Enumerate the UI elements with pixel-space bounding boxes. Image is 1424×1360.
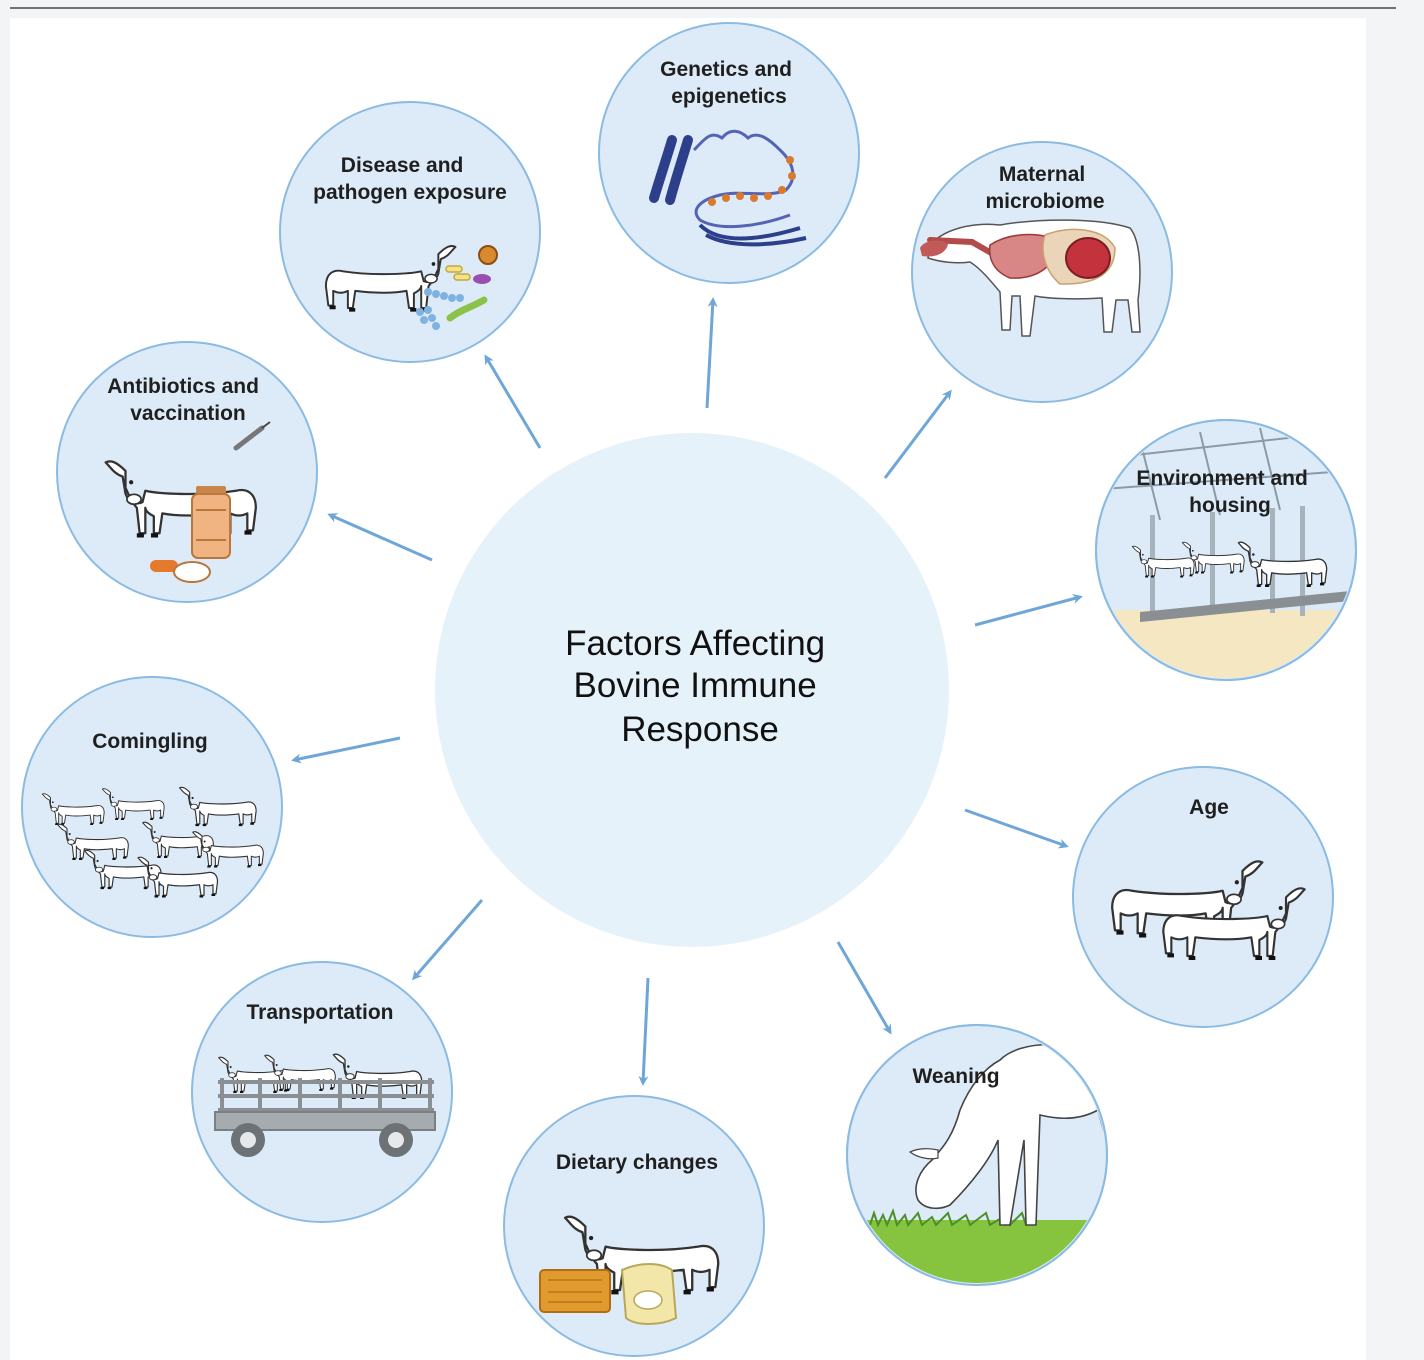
factor-disease: Disease and pathogen exposure bbox=[279, 101, 541, 363]
arrow-dietary bbox=[638, 977, 650, 1086]
factor-disease-label: Disease and pathogen exposure bbox=[313, 154, 507, 204]
factor-transportation-label: Transportation bbox=[246, 1001, 393, 1024]
cow-anatomy-icon bbox=[920, 219, 1141, 337]
factor-dietary-label: Dietary changes bbox=[556, 1151, 718, 1174]
factor-dietary: Dietary changes bbox=[503, 1095, 765, 1357]
arrow-transportation bbox=[412, 899, 484, 981]
arrow-comingling bbox=[291, 736, 401, 764]
factor-weaning: Weaning bbox=[846, 1024, 1108, 1286]
center-node: Factors Affecting Bovine Immune Response bbox=[435, 433, 949, 947]
factor-maternal-label: Maternal microbiome bbox=[985, 163, 1104, 213]
factor-genetics: Genetics and epigenetics bbox=[598, 22, 860, 284]
factor-age: Age bbox=[1072, 766, 1334, 1028]
factor-age-label: Age bbox=[1189, 796, 1229, 819]
cattle-trailer-icon bbox=[214, 1053, 436, 1157]
arrow-disease bbox=[484, 354, 542, 449]
arrow-environment bbox=[974, 593, 1083, 627]
calf-pathogens-icon bbox=[324, 244, 498, 330]
arrows bbox=[291, 297, 1083, 1086]
factor-comingling-label: Comingling bbox=[92, 730, 207, 753]
factor-environment-label: Environment and housing bbox=[1136, 467, 1313, 517]
dna-chromosome-icon bbox=[649, 129, 807, 247]
factor-comingling: Comingling bbox=[21, 676, 283, 938]
calf-hay-feed-icon bbox=[539, 1215, 720, 1325]
factor-weaning-label: Weaning bbox=[912, 1065, 999, 1088]
arrow-genetics bbox=[705, 297, 718, 409]
syringe-medicine-icon bbox=[104, 421, 271, 583]
factor-antibiotics: Antibiotics and vaccination bbox=[56, 341, 318, 603]
top-divider bbox=[10, 7, 1396, 9]
center-title: Factors Affecting Bovine Immune Response bbox=[565, 624, 835, 749]
arrow-antibiotics bbox=[327, 513, 433, 562]
arrow-weaning bbox=[836, 941, 892, 1035]
factor-maternal: Maternal microbiome bbox=[911, 141, 1173, 403]
arrow-maternal bbox=[883, 389, 952, 479]
factor-genetics-label: Genetics and epigenetics bbox=[660, 58, 798, 108]
factor-antibiotics-label: Antibiotics and vaccination bbox=[107, 375, 265, 425]
factor-transportation: Transportation bbox=[191, 961, 453, 1223]
arrow-age bbox=[964, 808, 1069, 849]
factor-environment: Environment and housing bbox=[1095, 419, 1357, 681]
center-circle bbox=[435, 433, 949, 947]
